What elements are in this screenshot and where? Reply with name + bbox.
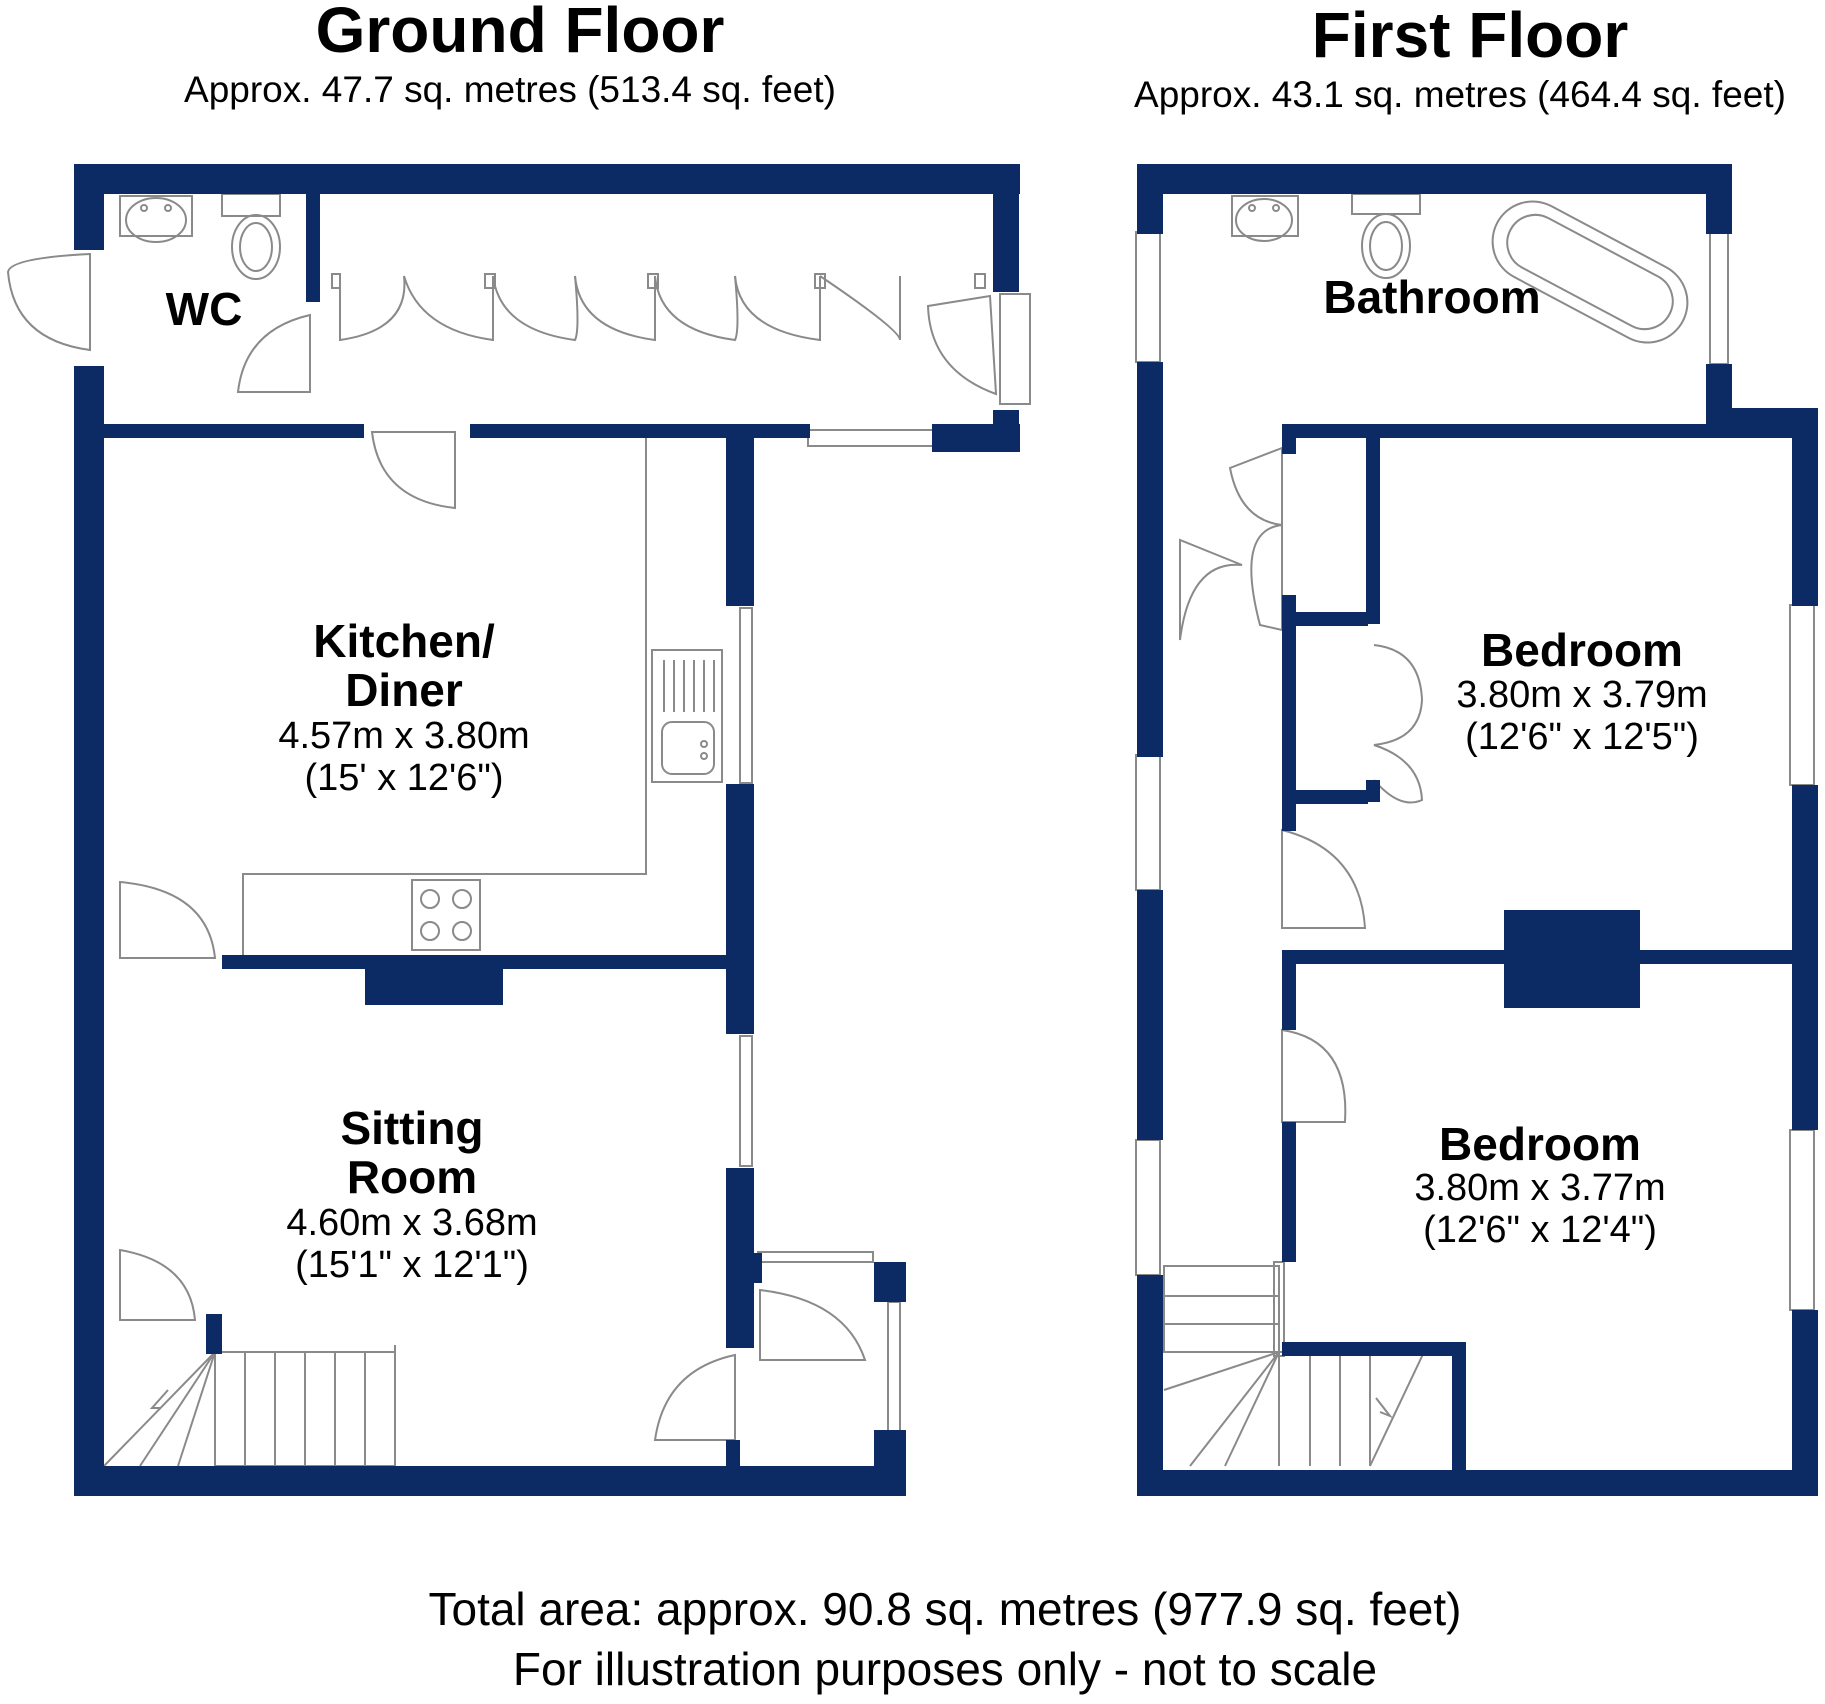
first-floor-area: Approx. 43.1 sq. metres (464.4 sq. feet) <box>1134 74 1786 115</box>
ground-floor-fixtures <box>6 193 1031 1467</box>
kitchen-worktop <box>242 435 647 955</box>
sitting-room-name-line2: Room <box>347 1151 477 1203</box>
bathroom-toilet-bowl <box>1361 213 1411 279</box>
wc-toilet-bowl <box>231 214 281 280</box>
bathroom-basin <box>1231 195 1299 237</box>
bathroom-toilet-cistern <box>1351 193 1421 215</box>
first-floor-fixtures <box>1135 193 1815 1467</box>
ground-floor-title: Ground Floor <box>316 0 725 66</box>
wc-toilet-cistern <box>221 193 281 217</box>
kitchen-dimensions-metric: 4.57m x 3.80m <box>278 715 529 757</box>
bedroom1-name: Bedroom <box>1481 624 1683 676</box>
bathroom-label: Bathroom <box>1323 271 1540 323</box>
total-area: Total area: approx. 90.8 sq. metres (977… <box>428 1583 1461 1635</box>
sitting-room-name-line1: Sitting <box>340 1102 483 1154</box>
ground-floor-area: Approx. 47.7 sq. metres (513.4 sq. feet) <box>184 69 836 110</box>
wc-basin <box>119 195 193 237</box>
ground-floor-plan <box>6 164 1031 1496</box>
bedroom2-name: Bedroom <box>1439 1118 1641 1170</box>
bathtub <box>1491 200 1689 344</box>
kitchen-name-line2: Diner <box>345 664 463 716</box>
ground-floor-walls <box>74 164 1020 1496</box>
bedroom1-dimensions-metric: 3.80m x 3.79m <box>1456 674 1707 716</box>
wc-label: WC <box>166 283 243 335</box>
sitting-room-dimensions-imperial: (15'1" x 12'1") <box>295 1244 529 1286</box>
first-floor-walls <box>1137 164 1818 1496</box>
sitting-room-dimensions-metric: 4.60m x 3.68m <box>286 1202 537 1244</box>
kitchen-dimensions-imperial: (15' x 12'6") <box>304 757 503 799</box>
kitchen-name-line1: Kitchen/ <box>313 615 495 667</box>
kitchen-hob <box>411 879 481 951</box>
disclaimer: For illustration purposes only - not to … <box>513 1643 1377 1695</box>
first-floor-title: First Floor <box>1312 0 1628 71</box>
kitchen-sink-bowl <box>661 721 715 775</box>
kitchen-sink-unit <box>651 649 723 783</box>
bedroom1-dimensions-imperial: (12'6" x 12'5") <box>1465 716 1699 758</box>
first-floor-plan <box>1135 164 1818 1496</box>
bedroom2-dimensions-imperial: (12'6" x 12'4") <box>1423 1209 1657 1251</box>
bedroom2-dimensions-metric: 3.80m x 3.77m <box>1414 1167 1665 1209</box>
